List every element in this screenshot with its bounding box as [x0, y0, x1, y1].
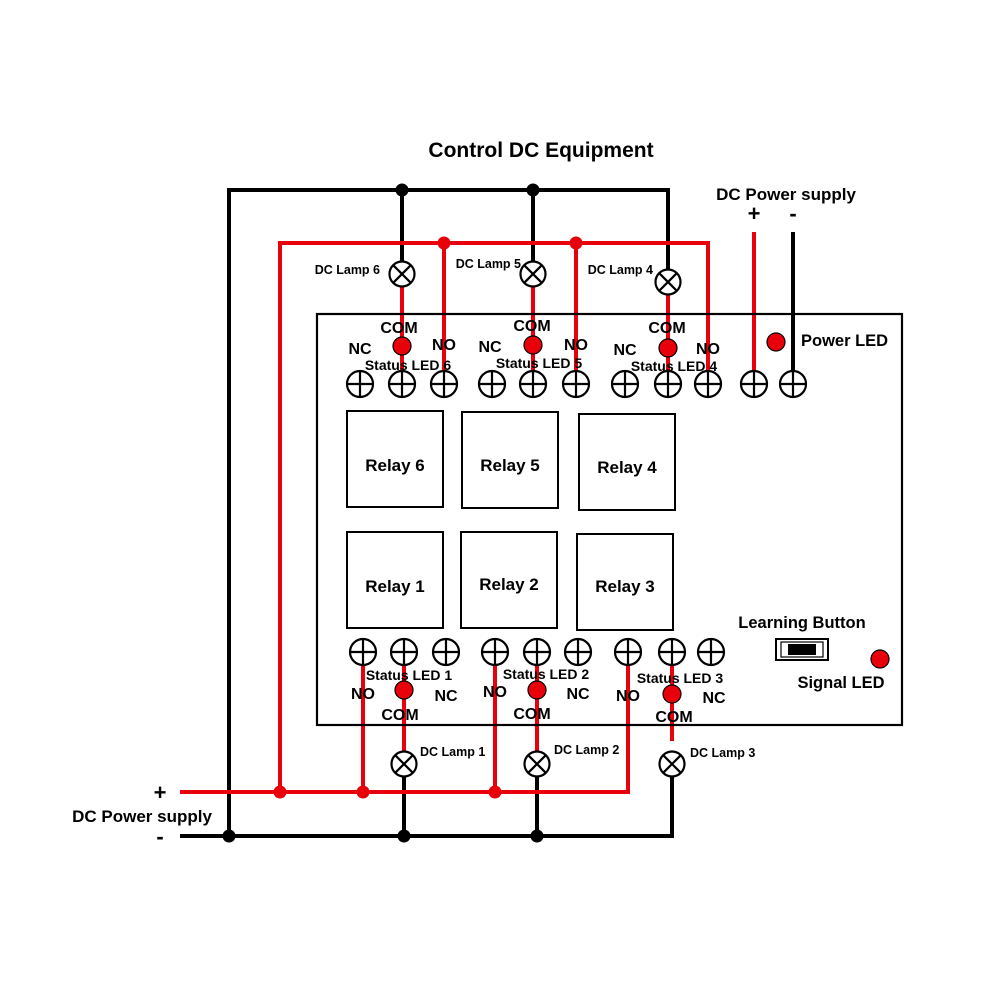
- relay-2: Relay 2: [460, 531, 558, 629]
- positive-wires: [180, 232, 756, 794]
- terminal-power-negative: [778, 369, 808, 399]
- terminal-nc-3: [696, 637, 726, 667]
- dc-lamp-3-icon: [658, 750, 686, 778]
- terminal-com-4: [653, 369, 683, 399]
- no-label-1: NO: [351, 686, 375, 703]
- com-label-3: COM: [655, 709, 692, 726]
- relay-4-label: Relay 4: [597, 458, 657, 477]
- relay-4: Relay 4: [578, 413, 676, 511]
- status-led-1-label: Status LED 1: [366, 667, 453, 683]
- status-led-6-label: Status LED 6: [365, 357, 452, 373]
- dc-lamp-2-icon: [523, 750, 551, 778]
- top-terminals: [345, 369, 808, 399]
- receiver-board: [315, 312, 904, 727]
- nc-label-6: NC: [348, 341, 372, 358]
- terminal-com-1: [389, 637, 419, 667]
- com-label-6: COM: [380, 320, 417, 337]
- nc-label-1: NC: [434, 688, 458, 705]
- dc-lamp-1-label: DC Lamp 1: [420, 745, 485, 759]
- bottom-positive-sign: +: [154, 780, 167, 805]
- terminal-nc-5: [477, 369, 507, 399]
- terminal-nc-4: [610, 369, 640, 399]
- learning-button-label: Learning Button: [738, 614, 865, 632]
- signal-led: [870, 649, 890, 669]
- terminal-nc-1: [431, 637, 461, 667]
- relay-2-label: Relay 2: [479, 575, 539, 594]
- terminal-no-6: [429, 369, 459, 399]
- dc-lamp-1-icon: [390, 750, 418, 778]
- dc-lamp-2-label: DC Lamp 2: [554, 743, 619, 757]
- status-led-3-label: Status LED 3: [637, 670, 724, 686]
- dc-lamp-5-label: DC Lamp 5: [456, 257, 521, 271]
- relay-6: Relay 6: [346, 410, 444, 508]
- com-label-5: COM: [513, 318, 550, 335]
- relay-5-label: Relay 5: [480, 456, 540, 475]
- status-leds: [392, 335, 682, 704]
- top-power-supply-label: DC Power supply: [716, 185, 856, 204]
- status-led-2-dot: [527, 680, 547, 700]
- power-led: [766, 332, 786, 352]
- com-label-2: COM: [513, 706, 550, 723]
- dc-lamp-5-icon: [519, 260, 547, 288]
- dc-lamp-4-icon: [654, 268, 682, 296]
- terminal-com-2: [522, 637, 552, 667]
- com-label-4: COM: [648, 320, 685, 337]
- terminal-com-3: [657, 637, 687, 667]
- terminal-no-2: [480, 637, 510, 667]
- status-led-4-label: Status LED 4: [631, 358, 718, 374]
- relay-1: Relay 1: [346, 531, 444, 629]
- com-label-1: COM: [381, 707, 418, 724]
- status-led-6-dot: [392, 336, 412, 356]
- terminal-no-3: [613, 637, 643, 667]
- nc-label-4: NC: [613, 342, 637, 359]
- learning-button[interactable]: [775, 638, 829, 661]
- top-positive-sign: +: [748, 201, 761, 226]
- dc-lamp-4-label: DC Lamp 4: [588, 263, 653, 277]
- terminal-nc-6: [345, 369, 375, 399]
- terminal-no-5: [561, 369, 591, 399]
- terminal-nc-2: [563, 637, 593, 667]
- relay-6-label: Relay 6: [365, 456, 425, 475]
- status-led-1-dot: [394, 680, 414, 700]
- relay-1-label: Relay 1: [365, 577, 425, 596]
- dc-lamp-6-icon: [388, 260, 416, 288]
- terminal-no-1: [348, 637, 378, 667]
- nc-label-2: NC: [566, 686, 590, 703]
- dc-lamp-6-label: DC Lamp 6: [315, 263, 380, 277]
- relay-3: Relay 3: [576, 533, 674, 631]
- power-led-label: Power LED: [801, 332, 888, 350]
- bottom-terminals: [348, 637, 726, 667]
- status-led-3-dot: [662, 684, 682, 704]
- negative-wires: [180, 188, 795, 838]
- dc-lamp-3-label: DC Lamp 3: [690, 746, 755, 760]
- top-negative-sign: -: [789, 201, 796, 226]
- signal-led-label: Signal LED: [797, 674, 884, 692]
- status-led-5-label: Status LED 5: [496, 355, 583, 371]
- wire-junctions: [222, 183, 583, 843]
- terminal-com-5: [518, 369, 548, 399]
- no-label-5: NO: [564, 337, 588, 354]
- terminal-power-positive: [739, 369, 769, 399]
- status-led-5-dot: [523, 335, 543, 355]
- bottom-power-supply-label: DC Power supply: [72, 807, 212, 826]
- terminal-no-4: [693, 369, 723, 399]
- diagram-title: Control DC Equipment: [428, 139, 653, 162]
- bottom-negative-sign: -: [156, 824, 163, 849]
- no-label-6: NO: [432, 337, 456, 354]
- terminal-com-6: [387, 369, 417, 399]
- nc-label-5: NC: [478, 339, 502, 356]
- status-led-2-label: Status LED 2: [503, 666, 590, 682]
- status-led-4-dot: [658, 338, 678, 358]
- no-label-2: NO: [483, 684, 507, 701]
- no-label-4: NO: [696, 341, 720, 358]
- relay-3-label: Relay 3: [595, 577, 655, 596]
- relay-5: Relay 5: [461, 411, 559, 509]
- nc-label-3: NC: [702, 690, 726, 707]
- no-label-3: NO: [616, 688, 640, 705]
